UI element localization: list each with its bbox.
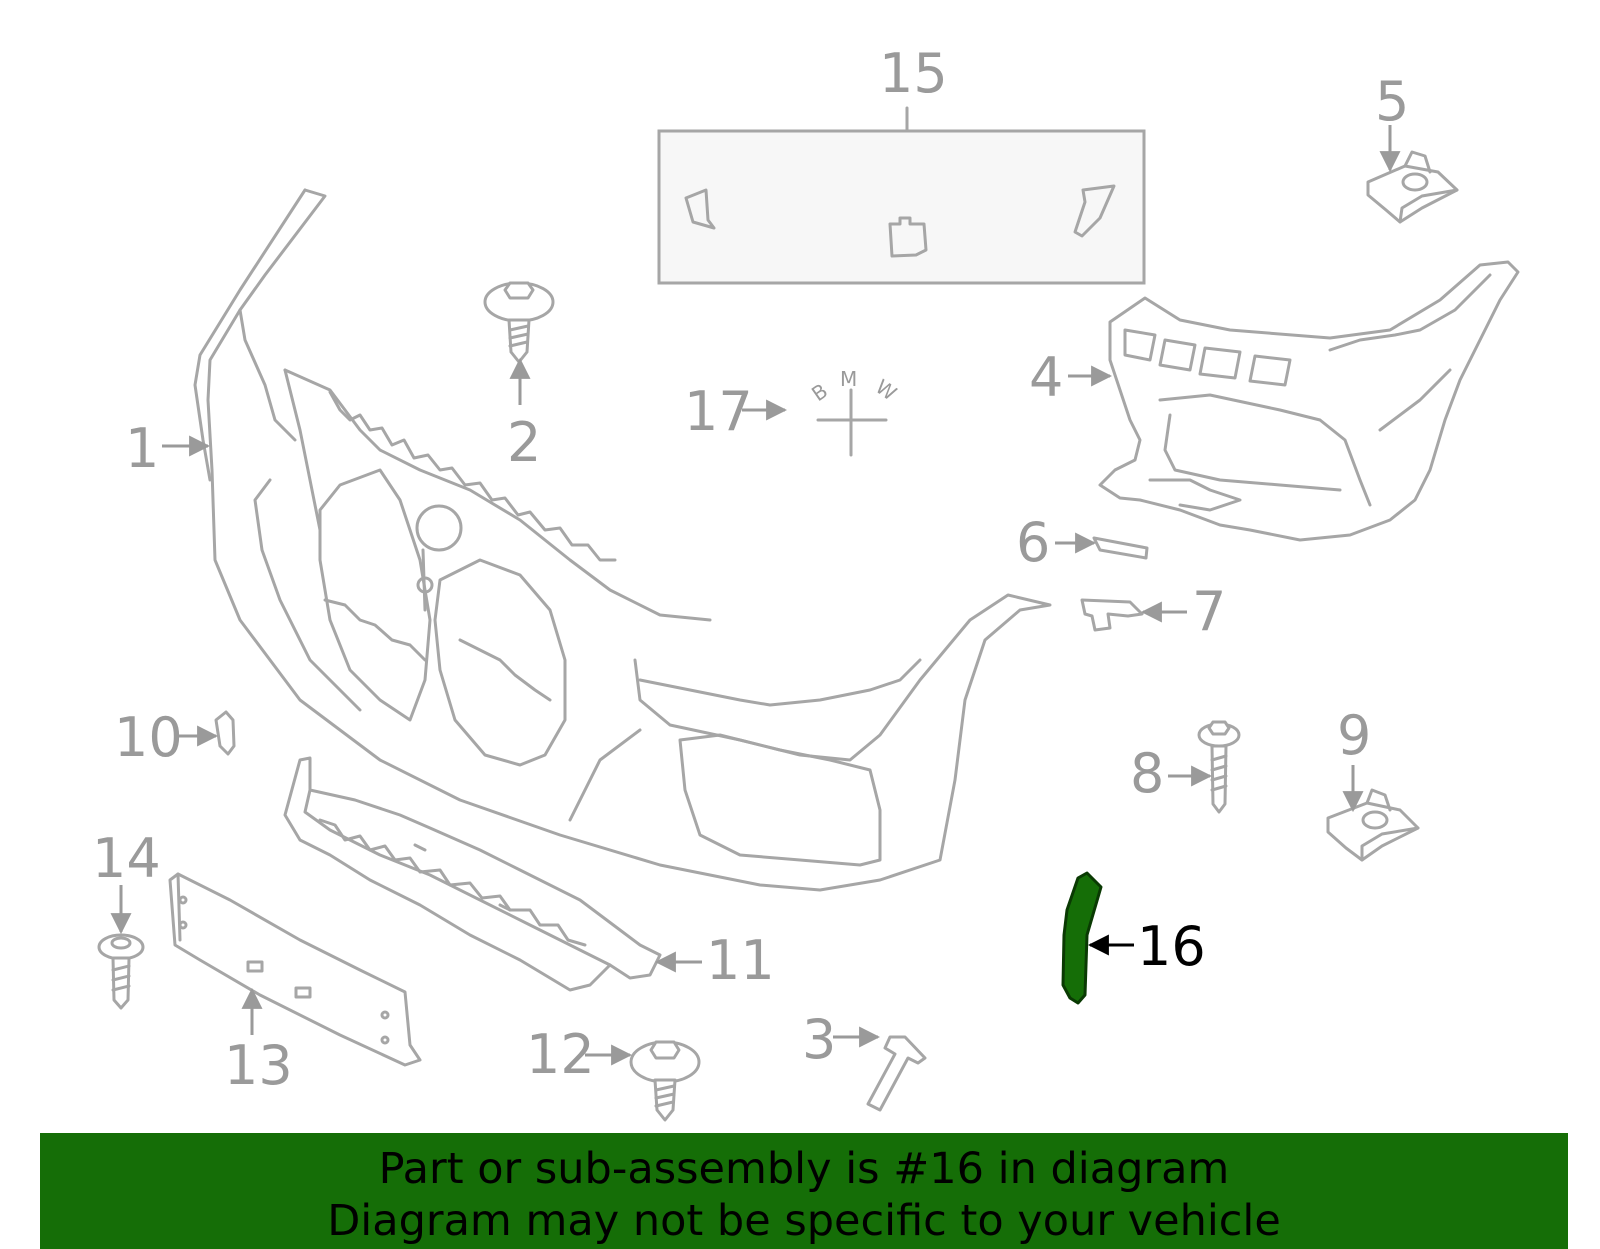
part-3-bracket	[866, 1035, 927, 1112]
callout-4: 4	[1029, 346, 1063, 409]
banner-line-part: Part or sub-assembly is #16 in diagram	[378, 1144, 1230, 1194]
part-5-clip-nut	[1366, 150, 1459, 224]
callout-5: 5	[1375, 70, 1409, 133]
part-15-kit-box	[657, 106, 1146, 285]
callout-6: 6	[1016, 511, 1050, 574]
callout-12: 12	[526, 1023, 595, 1086]
part-17-emblem: B M W	[807, 367, 901, 457]
part-8-bolt	[1197, 720, 1241, 814]
callout-arrows	[110, 125, 1401, 1066]
callout-7: 7	[1192, 580, 1226, 643]
part-10-clip	[214, 710, 236, 756]
callout-14: 14	[92, 827, 161, 890]
callout-15: 15	[879, 42, 948, 105]
emblem-letter-m: M	[840, 367, 857, 391]
banner-line-disclaimer: Diagram may not be specific to your vehi…	[327, 1196, 1281, 1246]
emblem-letter-w: W	[871, 374, 901, 405]
callout-3: 3	[802, 1008, 836, 1071]
part-4-support-bracket	[1098, 260, 1520, 542]
part-16-trim-strip	[1061, 871, 1103, 1005]
part-6-strip	[1092, 536, 1149, 560]
part-2-bolt	[483, 281, 555, 364]
callout-8: 8	[1130, 742, 1164, 805]
callout-11: 11	[706, 929, 775, 992]
part-7-t-bracket	[1080, 598, 1144, 632]
part-14-screw	[97, 933, 145, 1010]
callout-9: 9	[1337, 704, 1371, 767]
part-1-bumper-cover	[193, 188, 1052, 892]
callout-10: 10	[114, 706, 183, 769]
callout-17: 17	[684, 380, 753, 443]
part-11-lower-trim	[283, 756, 662, 992]
info-banner: Part or sub-assembly is #16 in diagram D…	[40, 1133, 1568, 1249]
emblem-letter-b: B	[807, 379, 832, 407]
part-9-clip-nut	[1326, 788, 1420, 862]
part-13-plate-bracket	[168, 872, 422, 1067]
callout-2: 2	[507, 411, 541, 474]
part-12-bolt	[629, 1040, 701, 1122]
callout-13: 13	[224, 1034, 293, 1097]
callout-labels: 1 2 3 4 5 6 7 8 9 10 11 12 13 14 15 16 1…	[92, 42, 1409, 1097]
callout-16: 16	[1137, 915, 1206, 978]
callout-1: 1	[125, 417, 159, 480]
